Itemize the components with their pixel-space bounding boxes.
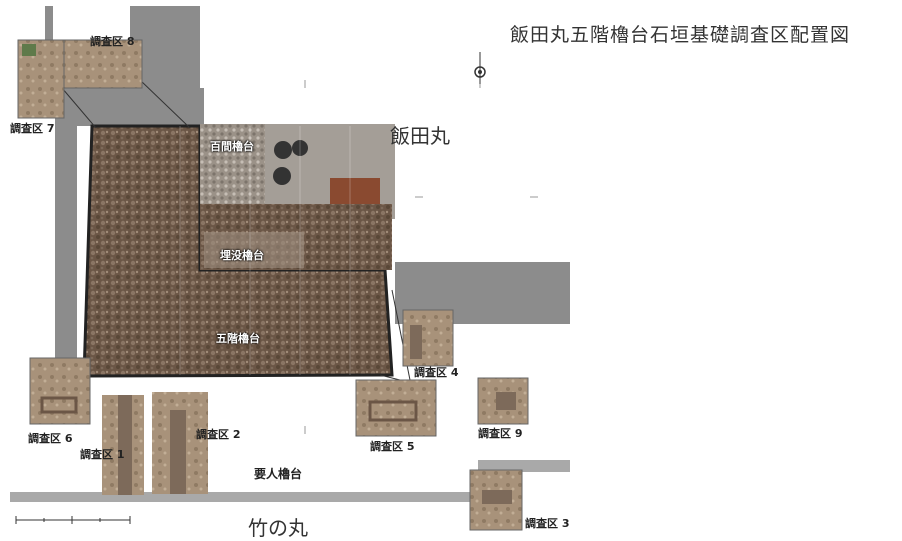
hyakken-turret-platform [200,124,265,204]
north-arrow-icon [474,52,486,84]
label-survey-area-5: 調査区 5 [370,440,415,453]
survey-photo-6 [29,357,91,425]
survey-photo-5 [355,379,437,437]
label-gokai-turret: 五階櫓台 [216,332,260,345]
area-label-take-no-maru: 竹の丸 [248,516,308,540]
label-hyakken-turret: 百間櫓台 [210,140,254,153]
label-yojin-turret: 要人櫓台 [254,467,303,481]
label-survey-area-2: 調査区 2 [196,428,241,441]
wall-outlines [10,6,570,502]
label-survey-area-3: 調査区 3 [525,517,570,530]
label-survey-area-1: 調査区 1 [80,448,125,461]
label-survey-area-7: 調査区 7 [10,122,55,135]
map-title: 飯田丸五階櫓台石垣基礎調査区配置図 [510,24,851,46]
label-survey-area-4: 調査区 4 [414,366,459,379]
area-label-iida-maru: 飯田丸 [390,124,450,148]
label-maibotsu-turret: 埋没櫓台 [220,249,264,262]
survey-photo-8 [63,39,143,89]
scale-bar-icon [15,516,131,524]
label-survey-area-8: 調査区 8 [90,35,135,48]
label-survey-area-9: 調査区 9 [478,427,523,440]
label-survey-area-6: 調査区 6 [28,432,73,445]
